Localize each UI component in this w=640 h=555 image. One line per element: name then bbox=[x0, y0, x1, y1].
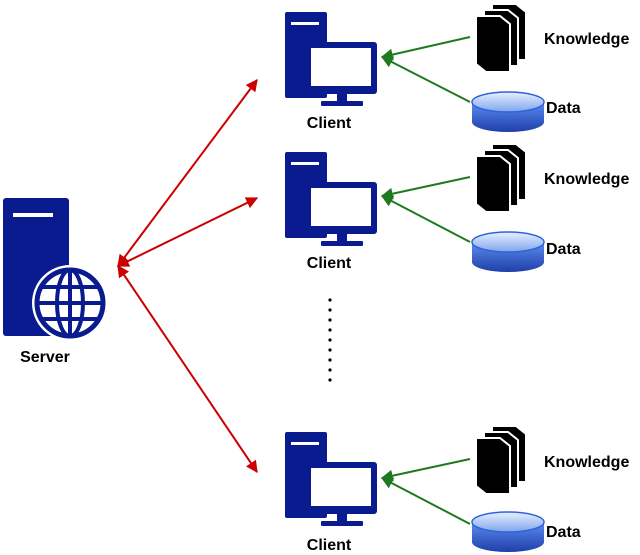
knowledge-label: Knowledge bbox=[544, 454, 629, 471]
knowledge-arrow bbox=[380, 458, 471, 482]
client-group: Client Knowledge Data bbox=[285, 143, 629, 273]
client-label: Client bbox=[307, 537, 352, 554]
server-client-arrow bbox=[117, 79, 258, 267]
data-label: Data bbox=[546, 524, 581, 541]
data-arrow bbox=[380, 195, 471, 243]
books-icon bbox=[475, 3, 527, 73]
client-computer-icon bbox=[285, 152, 377, 246]
database-icon bbox=[471, 231, 545, 273]
books-icon bbox=[475, 425, 527, 495]
data-arrow bbox=[380, 56, 471, 103]
client-label: Client bbox=[307, 255, 352, 272]
data-arrow bbox=[380, 477, 471, 525]
server-client-arrow bbox=[117, 265, 258, 473]
client-label: Client bbox=[307, 115, 352, 132]
data-label: Data bbox=[546, 100, 581, 117]
server-client-arrow bbox=[116, 197, 259, 267]
ellipsis-dots bbox=[328, 298, 332, 382]
client-computer-icon bbox=[285, 432, 377, 526]
books-icon bbox=[475, 143, 527, 213]
globe-icon bbox=[32, 265, 108, 341]
database-icon bbox=[471, 511, 545, 553]
client-computer-icon bbox=[285, 12, 377, 106]
server-label: Server bbox=[20, 349, 70, 366]
database-icon bbox=[471, 91, 545, 133]
client-group: Client Knowledge Data bbox=[285, 425, 629, 554]
client-group: Client Knowledge Data bbox=[285, 3, 629, 133]
knowledge-arrow bbox=[380, 36, 471, 61]
data-label: Data bbox=[546, 241, 581, 258]
knowledge-arrow bbox=[380, 176, 471, 200]
knowledge-label: Knowledge bbox=[544, 31, 629, 48]
knowledge-label: Knowledge bbox=[544, 171, 629, 188]
